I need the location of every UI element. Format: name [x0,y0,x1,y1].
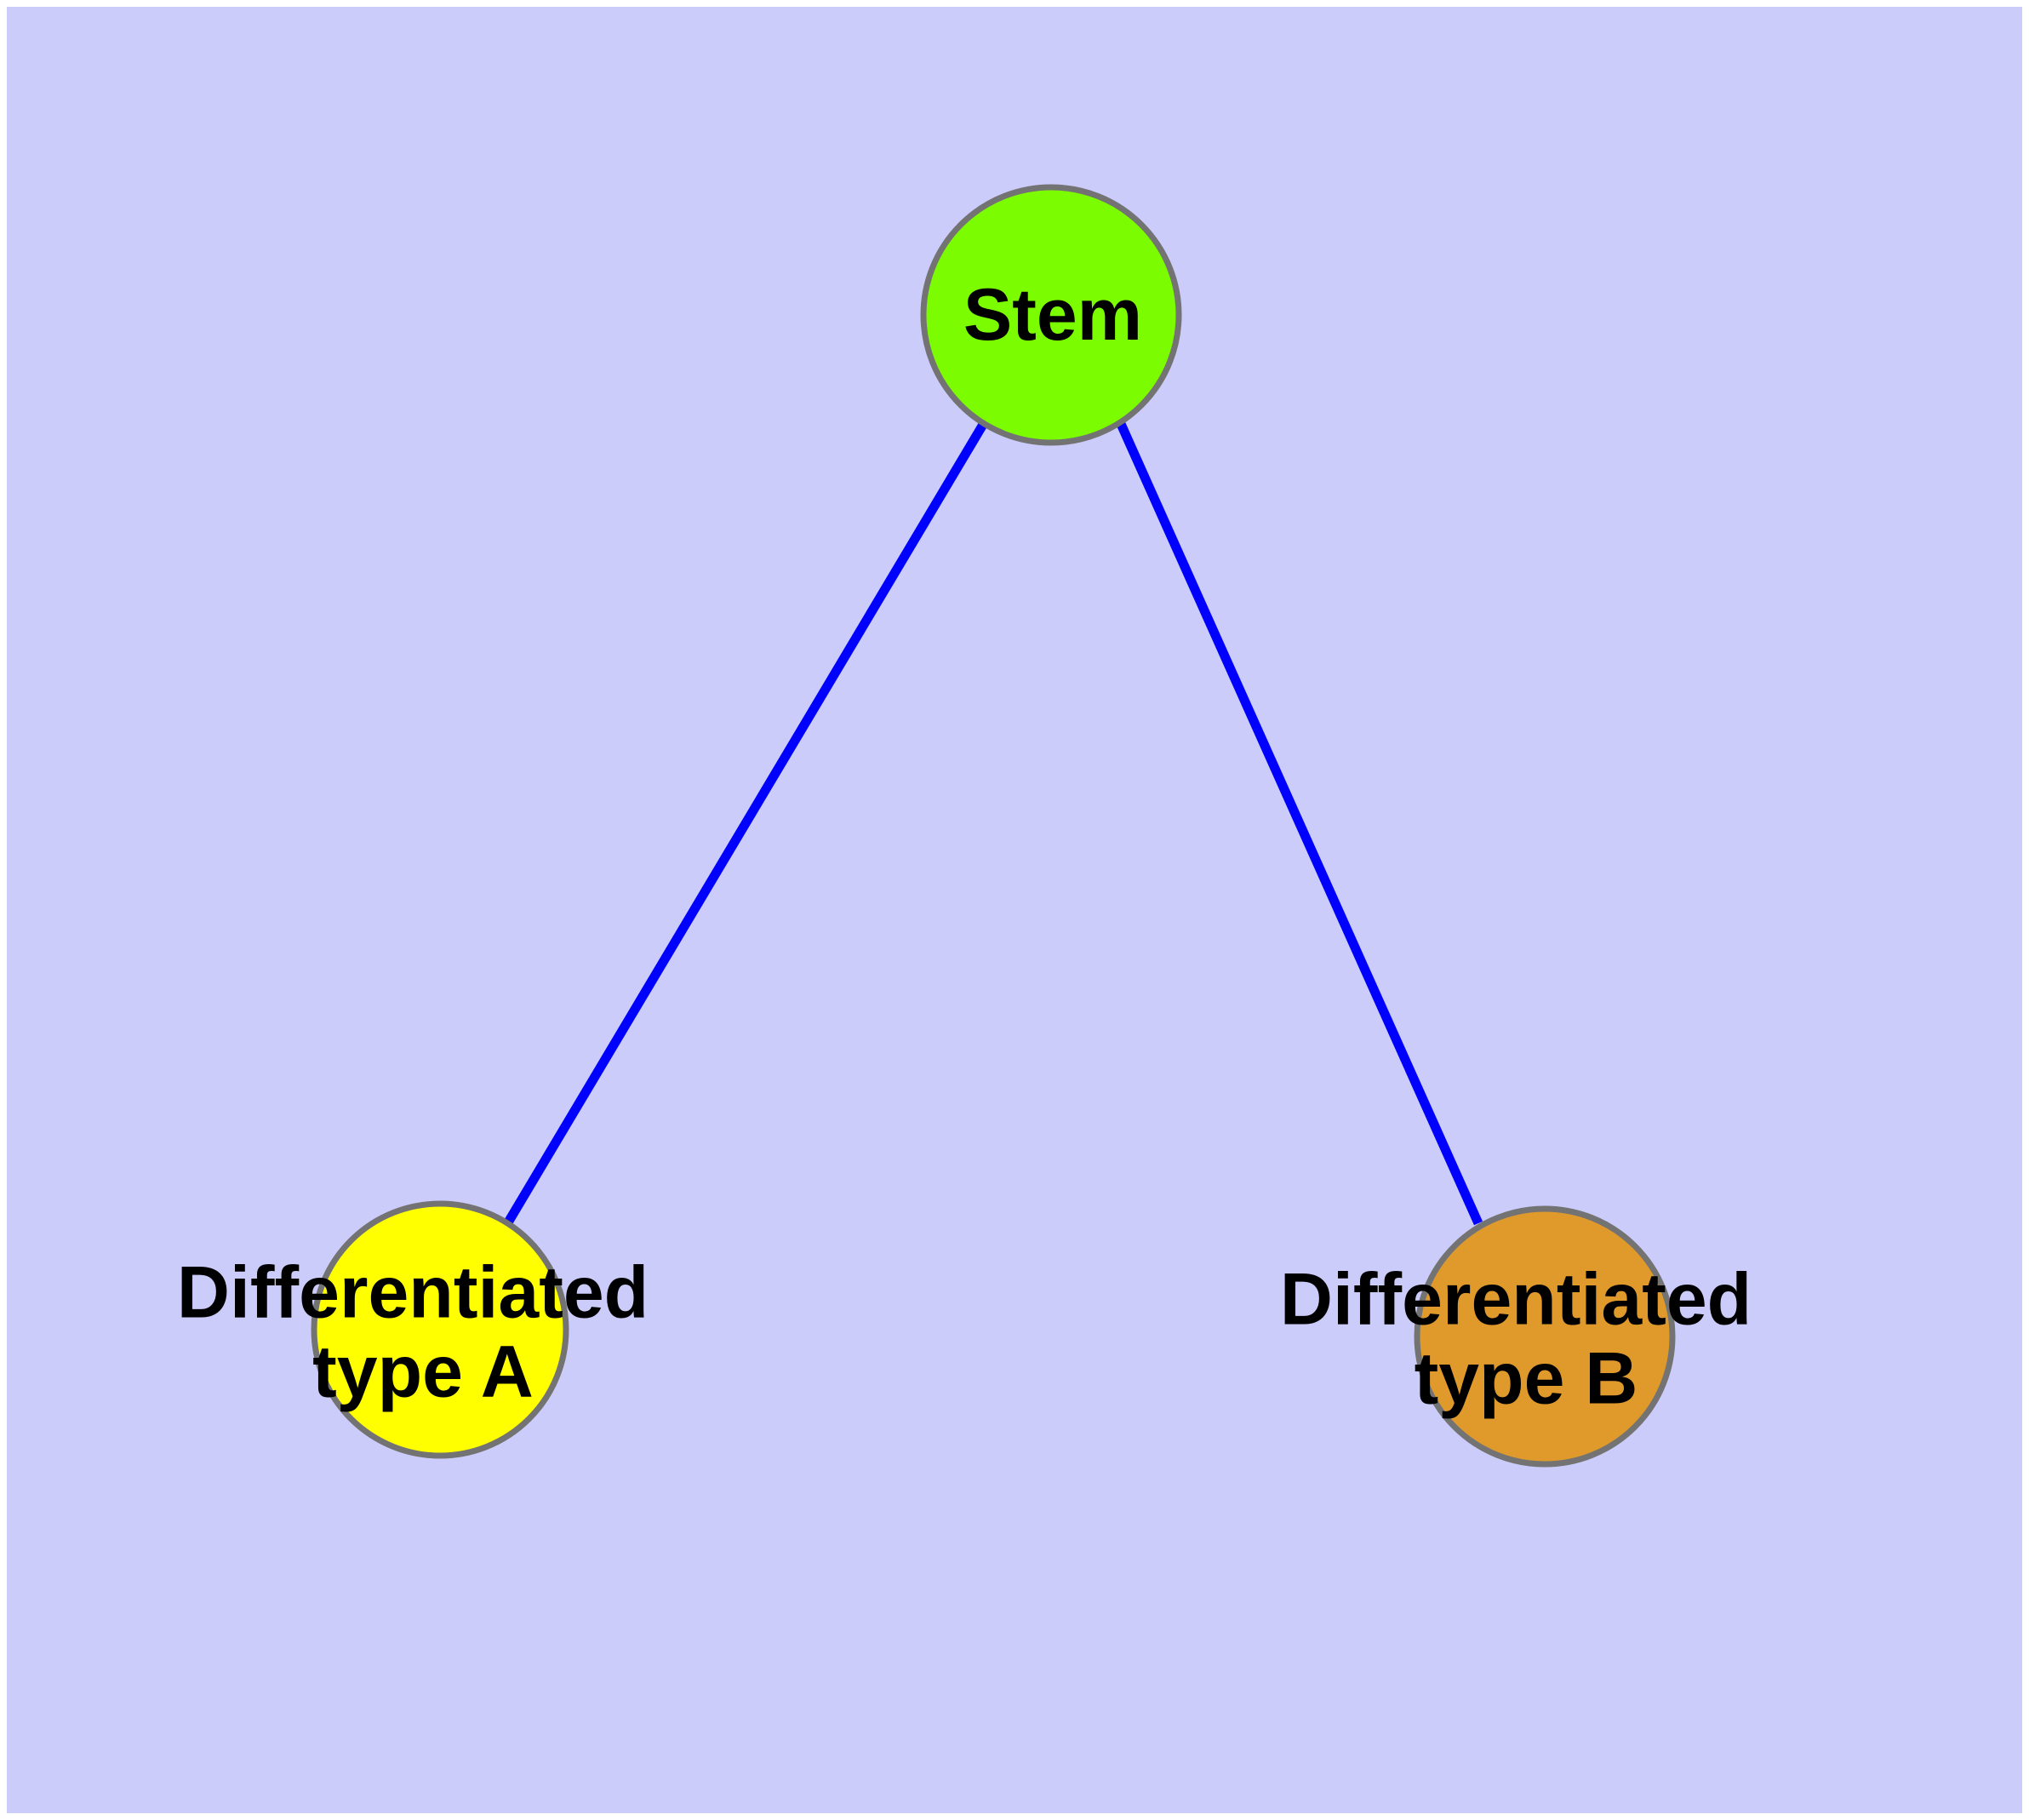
edge-stem-to-diff-b[interactable] [1116,421,1483,1226]
node-differentiated-type-b[interactable] [1414,1205,1676,1468]
node-differentiated-type-b-label-line-1: Differentiated [1280,1258,1752,1340]
node-differentiated-type-b-circle[interactable] [1414,1205,1676,1468]
node-stem-label-line-1: Stem [963,274,1142,356]
node-differentiated-type-b-label: Differentiated type B [1280,1258,1772,1419]
node-stem[interactable] [920,184,1182,446]
node-stem-label: Stem [963,274,1142,356]
label-layer: Stem Differentiated type A Differentiate… [177,274,1772,1419]
node-differentiated-type-b-label-line-2: type B [1415,1337,1638,1419]
node-differentiated-type-a-circle[interactable] [311,1200,569,1459]
edge-layer [504,421,1483,1226]
node-differentiated-type-a[interactable] [311,1200,569,1459]
node-differentiated-type-a-label-line-2: type A [312,1331,534,1412]
node-differentiated-type-a-label: Differentiated type A [177,1251,669,1412]
node-layer [311,184,1676,1468]
edge-stem-to-diff-a[interactable] [504,421,988,1225]
node-stem-circle[interactable] [920,184,1182,446]
node-differentiated-type-a-label-line-1: Differentiated [177,1251,649,1333]
